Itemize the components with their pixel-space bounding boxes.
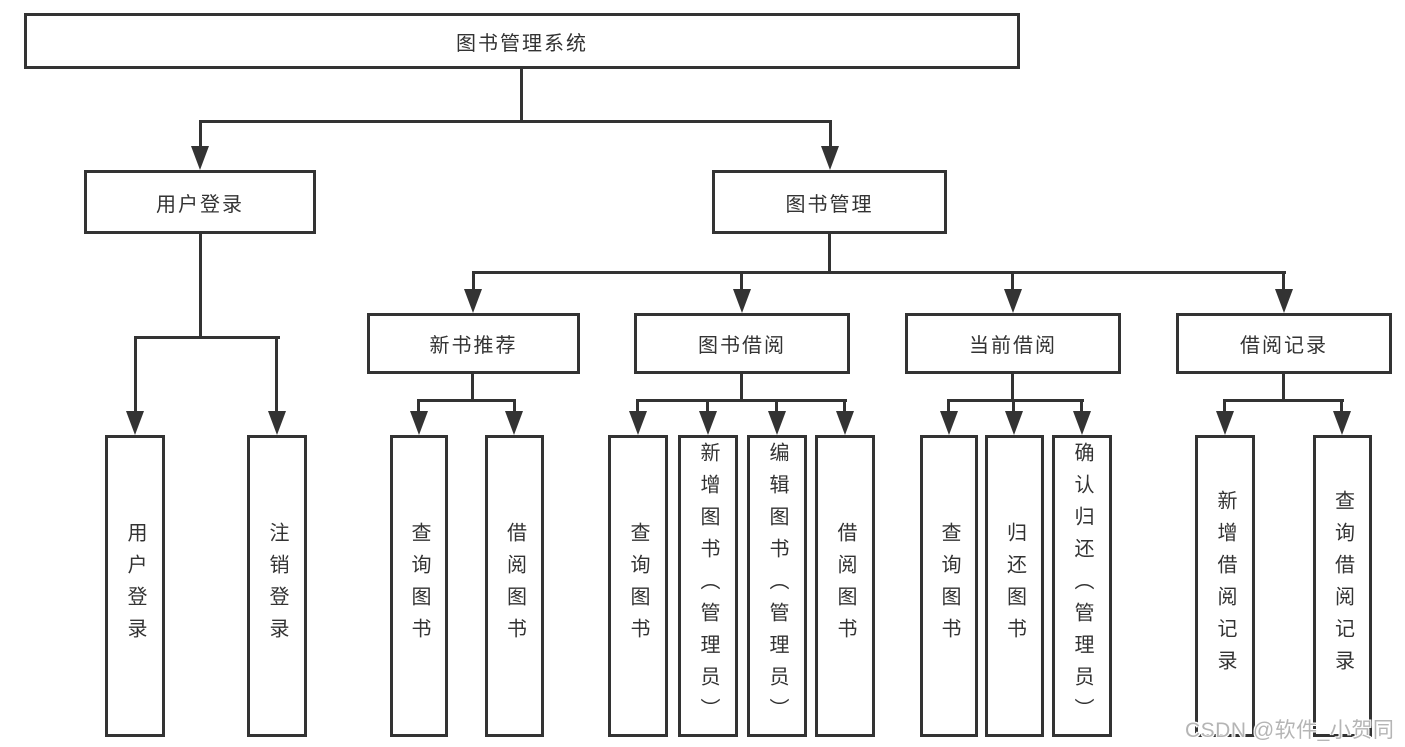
connector-user-login-stub — [199, 234, 202, 338]
arrow-down-icon — [1073, 411, 1091, 435]
arrow-down-icon — [1275, 289, 1293, 313]
connector-drop — [1223, 399, 1226, 413]
connector-drop — [775, 399, 778, 413]
connector-drop — [843, 399, 846, 413]
connector-drop — [1012, 399, 1015, 413]
leaf-label: 注销登录 — [266, 522, 288, 650]
arrow-down-icon — [191, 146, 209, 170]
arrow-down-icon — [410, 411, 428, 435]
arrow-down-icon — [505, 411, 523, 435]
leaf-label: 查询借阅记录 — [1331, 490, 1354, 682]
connector-drop-book-borrow — [740, 271, 743, 293]
connector-book-borrow-bar — [636, 399, 847, 402]
leaf-label: 借阅图书 — [503, 522, 526, 650]
connector-current-borrow-stub — [1011, 374, 1014, 401]
csdn-watermark: CSDN @软件_小贺同学 — [1185, 719, 1395, 742]
connector-borrow-records-stub — [1282, 374, 1285, 401]
leaf-return-book: 归还图书 — [985, 435, 1044, 737]
connector-drop-user-login — [199, 120, 202, 148]
arrow-down-icon — [836, 411, 854, 435]
connector-recommend-bar — [417, 399, 516, 402]
leaf-label: 新增图书（管理员） — [697, 442, 719, 730]
connector-root-bar — [199, 120, 832, 123]
leaf-user-login: 用户登录 — [105, 435, 165, 737]
connector-drop-new-book-recommend — [472, 271, 475, 293]
arrow-down-icon — [940, 411, 958, 435]
leaf-label: 用户登录 — [124, 522, 146, 650]
arrow-down-icon — [733, 289, 751, 313]
arrow-down-icon — [1005, 411, 1023, 435]
connector-drop — [513, 399, 516, 413]
leaf-label: 查询图书 — [627, 522, 649, 650]
arrow-down-icon — [699, 411, 717, 435]
connector-drop-current-borrow — [1011, 271, 1014, 293]
arrow-down-icon — [768, 411, 786, 435]
leaf-borrow-books: 借阅图书 — [815, 435, 875, 737]
connector-drop-borrow-records — [1282, 271, 1285, 293]
connector-root-stub — [520, 69, 523, 122]
leaf-label: 编辑图书（管理员） — [766, 442, 788, 730]
connector-current-borrow-bar — [947, 399, 1084, 402]
arrow-down-icon — [268, 411, 286, 435]
arrow-down-icon — [1216, 411, 1234, 435]
leaf-query-books-borrow: 查询图书 — [608, 435, 668, 737]
leaf-edit-book-admin: 编辑图书（管理员） — [747, 435, 807, 737]
connector-book-borrow-stub — [740, 374, 743, 401]
leaf-query-books-recommend: 查询图书 — [390, 435, 448, 737]
node-book-borrow: 图书借阅 — [634, 313, 850, 374]
connector-drop — [1080, 399, 1083, 413]
connector-drop-leaf-logout — [275, 336, 278, 413]
leaf-label: 确认归还（管理员） — [1071, 442, 1093, 730]
connector-recommend-stub — [471, 374, 474, 401]
connector-drop — [636, 399, 639, 413]
node-library-management-system: 图书管理系统 — [24, 13, 1020, 69]
leaf-query-borrow-record: 查询借阅记录 — [1313, 435, 1372, 737]
leaf-add-book-admin: 新增图书（管理员） — [678, 435, 738, 737]
leaf-query-books-current: 查询图书 — [920, 435, 978, 737]
arrow-down-icon — [1004, 289, 1022, 313]
arrow-down-icon — [126, 411, 144, 435]
connector-drop — [947, 399, 950, 413]
connector-book-management-stub — [828, 234, 831, 273]
leaf-label: 归还图书 — [1003, 522, 1026, 650]
connector-user-login-bar — [134, 336, 280, 339]
connector-level3-bar — [472, 271, 1286, 274]
connector-borrow-records-bar — [1223, 399, 1344, 402]
node-borrow-records: 借阅记录 — [1176, 313, 1392, 374]
connector-drop — [417, 399, 420, 413]
arrow-down-icon — [464, 289, 482, 313]
leaf-label: 借阅图书 — [834, 522, 856, 650]
leaf-label: 查询图书 — [938, 522, 960, 650]
connector-drop-book-management — [829, 120, 832, 148]
node-user-login: 用户登录 — [84, 170, 316, 234]
connector-drop — [706, 399, 709, 413]
node-book-management: 图书管理 — [712, 170, 947, 234]
leaf-logout: 注销登录 — [247, 435, 307, 737]
arrow-down-icon — [821, 146, 839, 170]
leaf-add-borrow-record: 新增借阅记录 — [1195, 435, 1255, 737]
leaf-label: 新增借阅记录 — [1214, 490, 1236, 682]
arrow-down-icon — [1333, 411, 1351, 435]
leaf-label: 查询图书 — [408, 522, 430, 650]
arrow-down-icon — [629, 411, 647, 435]
node-current-borrow: 当前借阅 — [905, 313, 1121, 374]
leaf-borrow-books-recommend: 借阅图书 — [485, 435, 544, 737]
node-new-book-recommend: 新书推荐 — [367, 313, 580, 374]
leaf-confirm-return-admin: 确认归还（管理员） — [1052, 435, 1112, 737]
connector-drop-leaf-user-login — [134, 336, 137, 413]
connector-drop — [1340, 399, 1343, 413]
